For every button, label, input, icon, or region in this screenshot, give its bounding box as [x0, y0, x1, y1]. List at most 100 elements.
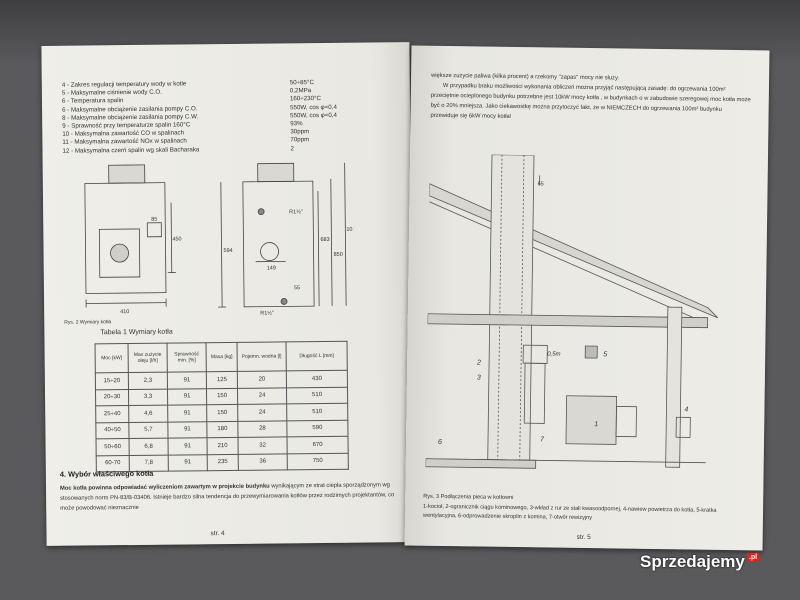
air-intake [675, 416, 691, 438]
spec-list: 4 - Zakres regulacji temperatury wody w … [62, 79, 363, 156]
col-header: Moc [kW] [95, 343, 129, 373]
table-cell: 91 [168, 454, 208, 472]
left-page: 4 - Zakres regulacji temperatury wody w … [41, 42, 415, 546]
dim-55: 55 [294, 285, 300, 291]
boiler-front [84, 182, 167, 294]
table-cell: 15÷20 [95, 372, 129, 390]
label-3: 3 [477, 374, 481, 381]
dim-594: 594 [224, 248, 233, 254]
spec-value: 2 [290, 144, 294, 152]
table-cell: 150 [206, 387, 238, 405]
col-header: Max zużycie oleju [l/h] [128, 343, 168, 373]
floor [425, 458, 537, 469]
watermark-suffix: .pl [746, 553, 760, 562]
right-wall [665, 306, 683, 468]
flue-outlet [260, 242, 279, 261]
right-page: większe zużycie paliwa (kilka procent) a… [404, 45, 770, 551]
label-5: 5 [603, 351, 607, 358]
dim-683: 683 [320, 237, 329, 243]
side-pump [146, 222, 162, 238]
watermark-text: Sprzedajemy [640, 552, 745, 571]
roof [429, 183, 719, 319]
table-cell: 5,7 [128, 421, 169, 439]
burner-port [110, 243, 129, 263]
table-cell: 3,3 [128, 388, 168, 406]
table-cell: 235 [207, 453, 239, 471]
table-cell: 40÷50 [95, 422, 130, 439]
table-cell: 20 [237, 370, 287, 388]
burner-plate [98, 228, 141, 278]
table-cell: 91 [167, 404, 207, 422]
boiler-side [242, 180, 315, 308]
table-cell: 32 [238, 436, 288, 454]
dim-85: 85 [151, 217, 157, 223]
table-caption: Tabela 1 Wymiary kotła [100, 328, 173, 337]
label-4: 4 [684, 406, 688, 413]
table-cell: 6,8 [129, 438, 169, 456]
table-cell: 670 [286, 436, 349, 454]
caption-body: 1-kocioł, 2-ogranicznik ciągu kominowego… [422, 503, 717, 522]
table-cell: 430 [286, 370, 348, 388]
table-cell: 125 [206, 371, 238, 389]
table-cell: 50÷60 [96, 438, 130, 456]
label-2: 2 [476, 359, 481, 366]
boiler-dimension-drawing: 410 85 450 594 683 850 1010 149 55 R1½" … [64, 162, 354, 326]
dim-450: 450 [172, 236, 181, 242]
watermark-logo: Sprzedajemy .pl [640, 551, 760, 573]
right-text: większe zużycie paliwa (kilka procent) a… [430, 71, 751, 125]
dim-65: 65 [538, 181, 544, 187]
table-cell: 24 [237, 387, 287, 405]
dimensions-table: Moc [kW] Max zużycie oleju [l/h] Sprawno… [95, 341, 349, 473]
burner-top [108, 164, 146, 184]
thread-bottom: R1½" [260, 310, 274, 317]
dim-149: 149 [267, 265, 276, 271]
table-cell: 150 [206, 404, 238, 422]
table-cell: 25÷40 [95, 405, 129, 423]
col-header: Masa [kg] [206, 342, 238, 372]
col-header: Długość L [mm] [286, 341, 348, 371]
spec-row: 12 - Maksymalna czerń spalin wg skali Ba… [62, 144, 362, 155]
table-cell: 28 [237, 420, 287, 438]
table-cell: 24 [237, 403, 287, 421]
text-paragraph: W przypadku braku możliwości wykonania o… [430, 82, 751, 120]
table-cell: 210 [207, 437, 239, 455]
dim-05m: 0,5m [547, 351, 560, 357]
table-cell: 91 [167, 388, 207, 406]
table-cell: 4,6 [128, 405, 168, 423]
vent-grille [584, 345, 598, 359]
page-number-left: str. 4 [210, 530, 225, 538]
paragraph-bold: Moc kotła powinna odpowiadać wyliczeniom… [59, 483, 270, 492]
dim-850: 850 [334, 252, 343, 258]
section-title: 4. Wybór właściwego kotła [59, 468, 154, 479]
table-cell: 91 [167, 421, 208, 439]
ceiling [427, 313, 709, 329]
burner-top-side [257, 162, 295, 183]
table-cell: 590 [286, 419, 348, 437]
paragraph: Moc kotła powinna odpowiadać wyliczeniom… [60, 480, 395, 514]
label-1: 1 [594, 421, 598, 428]
boiler-room-diagram: 1 2 3 4 5 6 7 65 0,5m [425, 154, 719, 469]
drawing-caption: Rys. 2 Wymiary kotła [64, 319, 111, 325]
page-number-right: str. 5 [576, 533, 591, 542]
table-cell: 91 [168, 437, 208, 455]
spec-label: 12 - Maksymalna czerń spalin wg skali Ba… [62, 145, 200, 155]
table-header-row: Moc [kW] Max zużycie oleju [l/h] Sprawno… [95, 341, 348, 373]
table-cell: 510 [286, 386, 348, 404]
table-cell: 510 [286, 403, 348, 421]
label-7: 7 [540, 436, 545, 443]
table-cell: 2,3 [128, 372, 168, 390]
burner [615, 406, 637, 438]
boiler [565, 395, 618, 445]
chimney [487, 154, 535, 461]
table-cell: 36 [238, 453, 288, 471]
dim-width: 410 [120, 309, 129, 315]
table-cell: 750 [287, 452, 349, 470]
col-header: Sprawność min. [%] [167, 342, 207, 373]
dim-1010: 1010 [346, 227, 354, 233]
figure-caption: Rys. 3 Podłączenia pieca w kotłowni 1-ko… [423, 493, 743, 526]
label-6: 6 [438, 439, 442, 446]
table-cell: 20÷30 [95, 389, 129, 406]
table-cell: 180 [206, 420, 239, 438]
col-header: Pojemn. wodna [l] [237, 341, 287, 372]
flue-pipe [523, 362, 546, 424]
